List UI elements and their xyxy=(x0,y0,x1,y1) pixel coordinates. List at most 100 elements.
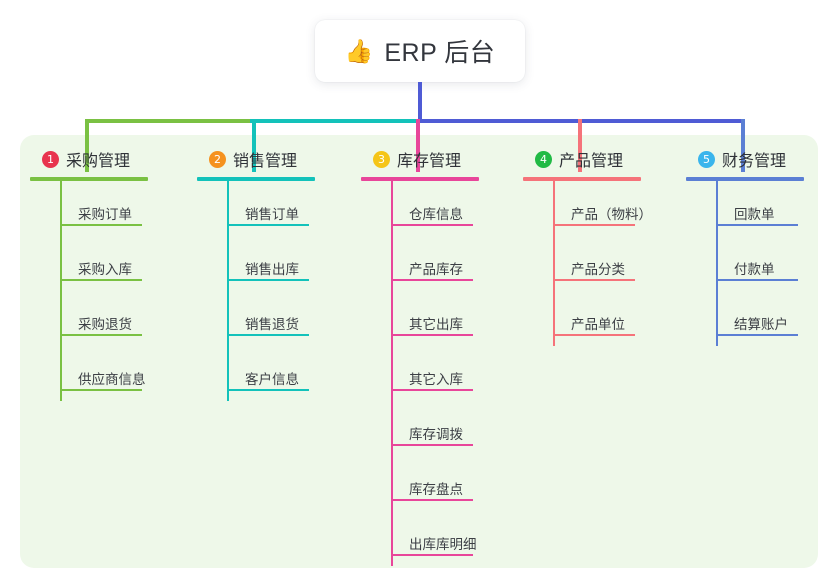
leaf-item[interactable]: 其它入库 xyxy=(361,346,511,401)
leaf-item-underline xyxy=(227,389,309,391)
leaf-item[interactable]: 产品单位 xyxy=(523,291,673,346)
leaf-item[interactable]: 客户信息 xyxy=(197,346,347,401)
branch-index-badge: 5 xyxy=(698,150,715,168)
branch-header-3[interactable]: 3 库存管理 xyxy=(361,146,511,172)
leaf-item-label: 销售订单 xyxy=(245,207,299,222)
leaf-item[interactable]: 出库库明细 xyxy=(361,511,511,566)
leaf-item[interactable]: 产品库存 xyxy=(361,236,511,291)
leaf-item[interactable]: 销售订单 xyxy=(197,181,347,236)
branch-header-2[interactable]: 2 销售管理 xyxy=(197,146,347,172)
leaf-item-label: 销售出库 xyxy=(245,262,299,277)
leaf-item-underline xyxy=(391,444,473,446)
leaf-item-underline xyxy=(60,334,142,336)
page-title: ERP 后台 xyxy=(384,39,496,67)
root-node-content: 👍 ERP 后台 xyxy=(345,33,496,69)
connector-drop-3 xyxy=(416,119,420,172)
branch-header-underline xyxy=(30,177,148,181)
branch-title-label: 财务管理 xyxy=(722,153,787,170)
branch-spine-line xyxy=(60,181,62,401)
leaf-item-label: 仓库信息 xyxy=(409,207,463,222)
leaf-item[interactable]: 采购入库 xyxy=(30,236,180,291)
branch-column-4: 4 产品管理产品（物料） 产品分类产品单位 xyxy=(523,146,673,346)
leaf-item[interactable]: 产品（物料） xyxy=(523,181,673,236)
leaf-item-label: 客户信息 xyxy=(245,372,299,387)
leaf-item[interactable]: 销售出库 xyxy=(197,236,347,291)
leaf-item[interactable]: 产品分类 xyxy=(523,236,673,291)
leaf-item[interactable]: 采购订单 xyxy=(30,181,180,236)
branch-leaf-list: 销售订单销售出库销售退货客户信息 xyxy=(197,181,347,401)
leaf-item-underline xyxy=(716,279,798,281)
root-stem-line xyxy=(418,82,422,123)
leaf-item[interactable]: 库存调拨 xyxy=(361,401,511,456)
leaf-item-underline xyxy=(391,554,473,556)
leaf-item-label: 产品单位 xyxy=(571,317,625,332)
leaf-item-label: 库存调拨 xyxy=(409,427,463,442)
branch-leaf-list: 回款单付款单结算账户 xyxy=(686,181,818,346)
branch-leaf-list: 产品（物料） 产品分类产品单位 xyxy=(523,181,673,346)
connector-drop-4 xyxy=(578,119,582,172)
branch-index-badge: 3 xyxy=(373,150,390,168)
leaf-item-underline xyxy=(553,224,635,226)
leaf-item-underline xyxy=(60,279,142,281)
leaf-item-label: 库存盘点 xyxy=(409,482,463,497)
leaf-item[interactable]: 回款单 xyxy=(686,181,818,236)
branch-column-5: 5 财务管理回款单付款单结算账户 xyxy=(686,146,818,346)
leaf-item[interactable]: 采购退货 xyxy=(30,291,180,346)
branch-title-label: 产品管理 xyxy=(559,153,624,170)
branch-column-3: 3 库存管理仓库信息产品库存其它出库其它入库库存调拨库存盘点出库库明细 xyxy=(361,146,511,566)
leaf-item-underline xyxy=(391,499,473,501)
leaf-item[interactable]: 销售退货 xyxy=(197,291,347,346)
branch-column-2: 2 销售管理销售订单销售出库销售退货客户信息 xyxy=(197,146,347,401)
leaf-item-underline xyxy=(553,334,635,336)
thumbs-up-icon: 👍 xyxy=(344,37,374,64)
leaf-item[interactable]: 付款单 xyxy=(686,236,818,291)
leaf-item[interactable]: 库存盘点 xyxy=(361,456,511,511)
leaf-item-label: 其它入库 xyxy=(409,372,463,387)
connector-drop-1 xyxy=(85,119,89,172)
leaf-item-underline xyxy=(391,334,473,336)
branch-index-badge: 4 xyxy=(535,150,552,168)
leaf-item-label: 供应商信息 xyxy=(78,372,146,387)
branch-header-underline xyxy=(361,177,479,181)
branch-header-4[interactable]: 4 产品管理 xyxy=(523,146,673,172)
branch-title-label: 销售管理 xyxy=(233,153,298,170)
leaf-item-underline xyxy=(227,279,309,281)
leaf-item-underline xyxy=(60,389,142,391)
leaf-item-underline xyxy=(60,224,142,226)
connector-bus-segment-2 xyxy=(250,119,418,123)
branch-spine-line xyxy=(716,181,718,346)
leaf-item[interactable]: 供应商信息 xyxy=(30,346,180,401)
leaf-item-label: 采购订单 xyxy=(78,207,132,222)
connector-drop-2 xyxy=(252,119,256,172)
branch-title-label: 采购管理 xyxy=(66,153,131,170)
leaf-item-underline xyxy=(391,389,473,391)
branch-leaf-list: 采购订单采购入库采购退货供应商信息 xyxy=(30,181,180,401)
branch-header-underline xyxy=(686,177,804,181)
leaf-item-label: 回款单 xyxy=(734,207,775,222)
leaf-item[interactable]: 仓库信息 xyxy=(361,181,511,236)
branch-header-underline xyxy=(197,177,315,181)
leaf-item-label: 销售退货 xyxy=(245,317,299,332)
leaf-item-label: 产品库存 xyxy=(409,262,463,277)
branch-header-5[interactable]: 5 财务管理 xyxy=(686,146,818,172)
branch-title-label: 库存管理 xyxy=(397,153,462,170)
leaf-item-underline xyxy=(716,334,798,336)
leaf-item-underline xyxy=(227,224,309,226)
branch-index-badge: 2 xyxy=(209,150,226,168)
branch-spine-line xyxy=(553,181,555,346)
branch-header-underline xyxy=(523,177,641,181)
leaf-item[interactable]: 结算账户 xyxy=(686,291,818,346)
root-node-card[interactable]: 👍 ERP 后台 xyxy=(315,20,525,82)
leaf-item-label: 产品（物料） xyxy=(571,207,652,222)
leaf-item-underline xyxy=(391,279,473,281)
leaf-item-label: 采购入库 xyxy=(78,262,132,277)
leaf-item-underline xyxy=(227,334,309,336)
leaf-item[interactable]: 其它出库 xyxy=(361,291,511,346)
leaf-item-label: 出库库明细 xyxy=(409,537,477,552)
leaf-item-underline xyxy=(716,224,798,226)
leaf-item-label: 付款单 xyxy=(734,262,775,277)
leaf-item-underline xyxy=(553,279,635,281)
